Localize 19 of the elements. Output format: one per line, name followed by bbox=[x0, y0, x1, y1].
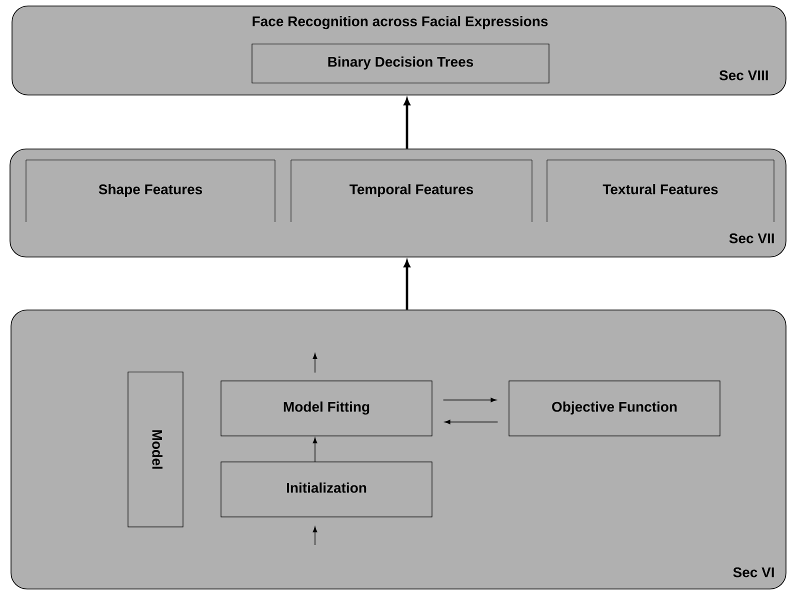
feature-box: Textural Features bbox=[546, 160, 774, 222]
arrow bbox=[312, 353, 318, 374]
feature-box: Shape Features bbox=[26, 160, 276, 222]
arrow bbox=[312, 526, 318, 546]
feature-box: Temporal Features bbox=[290, 160, 532, 222]
process-box: Model Fitting bbox=[220, 380, 432, 436]
section-label: Sec VI bbox=[733, 567, 774, 578]
arrow bbox=[444, 420, 498, 424]
process-box: Objective Function bbox=[508, 380, 720, 436]
process-box: Initialization bbox=[220, 462, 432, 518]
process-box: Binary Decision Trees bbox=[252, 44, 550, 84]
panel-title: Face Recognition across Facial Expressions bbox=[252, 16, 548, 30]
process-box: Model bbox=[128, 372, 184, 528]
arrow bbox=[312, 437, 318, 462]
arrow bbox=[442, 398, 497, 402]
section-label: Sec VII bbox=[729, 233, 774, 244]
arrow bbox=[404, 98, 410, 149]
section-label: Sec VIII bbox=[719, 70, 768, 80]
arrow bbox=[404, 260, 410, 310]
